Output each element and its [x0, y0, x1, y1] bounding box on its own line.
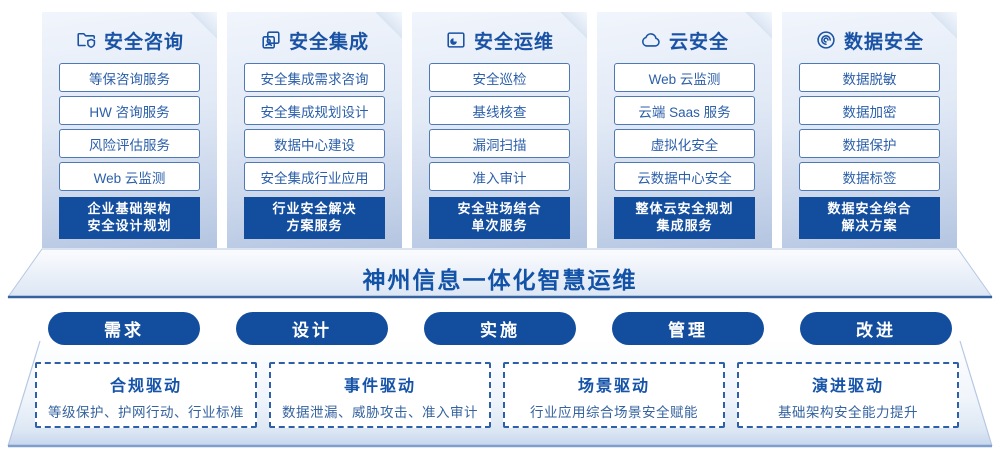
- card-body: 安全咨询 等保咨询服务 HW 咨询服务风险评估服务 Web 云监测 企业基础架构安全…: [42, 12, 217, 248]
- driver-box: 场景驱动 行业应用综合场景安全赋能: [503, 362, 725, 428]
- stacked-docs-icon: [260, 29, 282, 51]
- service-item: 安全集成规划设计: [244, 96, 385, 125]
- card-body: 安全运维 安全巡检基线核查漏洞扫描准入审计 安全驻场结合单次服务: [412, 12, 587, 248]
- banner-title: 神州信息一体化智慧运维: [362, 267, 638, 293]
- footer-line: 整体云安全规划: [635, 201, 734, 217]
- driver-title: 演进驱动: [811, 378, 884, 395]
- driver-box: 演进驱动 基础架构安全能力提升: [737, 362, 959, 428]
- phase-pill: 需求: [48, 312, 200, 345]
- card-header: 数据安全: [799, 25, 940, 55]
- service-item: 云端 Saas 服务: [614, 96, 755, 125]
- footer-line: 行业安全解决: [272, 201, 357, 217]
- card-body: 数据安全 数据脱敏数据加密数据保护数据标签 数据安全综合解决方案: [782, 12, 957, 248]
- service-card: 安全咨询 等保咨询服务 HW 咨询服务风险评估服务 Web 云监测 企业基础架构安全…: [42, 12, 217, 248]
- banner-platform-shape: [7, 248, 993, 299]
- service-card: 云安全 Web 云监测云端 Saas 服务虚拟化安全云数据中心安全 整体云安全规…: [597, 12, 772, 248]
- service-card: 安全运维 安全巡检基线核查漏洞扫描准入审计 安全驻场结合单次服务: [412, 12, 587, 248]
- service-item: 虚拟化安全: [614, 129, 755, 158]
- driver-box: 合规驱动 等级保护、护网行动、行业标准: [35, 362, 257, 428]
- driver-boxes-row: 合规驱动 等级保护、护网行动、行业标准 事件驱动 数据泄漏、威胁攻击、准入审计 …: [35, 362, 959, 428]
- phase-pill: 管理: [612, 312, 764, 345]
- service-item: 准入审计: [429, 162, 570, 191]
- driver-box: 事件驱动 数据泄漏、威胁攻击、准入审计: [269, 362, 491, 428]
- card-footer-highlight: 行业安全解决方案服务: [244, 197, 385, 239]
- card-footer-highlight: 企业基础架构安全设计规划: [59, 197, 200, 239]
- service-item: 基线核查: [429, 96, 570, 125]
- folder-shield-icon: [75, 29, 97, 51]
- service-item: Web 云监测: [59, 162, 200, 191]
- card-header: 安全运维: [429, 25, 570, 55]
- card-title: 数据安全: [843, 31, 924, 53]
- phase-pill: 设计: [236, 312, 388, 345]
- card-header: 安全集成: [244, 25, 385, 55]
- service-item: 数据标签: [799, 162, 940, 191]
- footer-line: 集成服务: [656, 218, 713, 233]
- service-item: Web 云监测: [614, 63, 755, 92]
- service-card: 安全集成 安全集成需求咨询安全集成规划设计数据中心建设安全集成行业应用 行业安全…: [227, 12, 402, 248]
- footer-line: 单次服务: [471, 218, 528, 233]
- card-title: 云安全: [668, 31, 729, 53]
- monitor-clock-icon: [445, 29, 467, 51]
- service-item: 安全集成需求咨询: [244, 63, 385, 92]
- card-footer-highlight: 安全驻场结合单次服务: [429, 197, 570, 239]
- service-item: 安全集成行业应用: [244, 162, 385, 191]
- footer-line: 解决方案: [841, 218, 898, 233]
- service-card: 数据安全 数据脱敏数据加密数据保护数据标签 数据安全综合解决方案: [782, 12, 957, 248]
- phase-pills-row: 需求 设计 实施 管理 改进: [48, 312, 952, 345]
- service-item: 数据脱敏: [799, 63, 940, 92]
- fingerprint-icon: [815, 29, 837, 51]
- footer-line: 方案服务: [286, 218, 343, 233]
- driver-title: 合规驱动: [109, 378, 182, 395]
- footer-line: 企业基础架构: [87, 201, 172, 217]
- driver-desc: 数据泄漏、威胁攻击、准入审计: [282, 405, 478, 420]
- footer-line: 安全设计规划: [87, 218, 172, 233]
- service-item: 数据加密: [799, 96, 940, 125]
- driver-desc: 行业应用综合场景安全赋能: [530, 405, 698, 420]
- service-item: 等保咨询服务: [59, 63, 200, 92]
- card-body: 安全集成 安全集成需求咨询安全集成规划设计数据中心建设安全集成行业应用 行业安全…: [227, 12, 402, 248]
- card-title: 安全运维: [473, 31, 554, 53]
- card-body: 云安全 Web 云监测云端 Saas 服务虚拟化安全云数据中心安全 整体云安全规…: [597, 12, 772, 248]
- footer-line: 数据安全综合: [827, 201, 912, 217]
- cloud-icon: [640, 29, 662, 51]
- service-item: 数据中心建设: [244, 129, 385, 158]
- phase-pill: 改进: [800, 312, 952, 345]
- driver-title: 场景驱动: [577, 378, 650, 395]
- service-item: HW 咨询服务: [59, 96, 200, 125]
- card-title: 安全集成: [288, 31, 369, 53]
- service-item: 风险评估服务: [59, 129, 200, 158]
- service-item: 云数据中心安全: [614, 162, 755, 191]
- card-header: 云安全: [614, 25, 755, 55]
- driver-desc: 等级保护、护网行动、行业标准: [48, 405, 244, 420]
- service-item: 安全巡检: [429, 63, 570, 92]
- footer-line: 安全驻场结合: [457, 201, 542, 217]
- card-footer-highlight: 整体云安全规划集成服务: [614, 197, 755, 239]
- phase-pill: 实施: [424, 312, 576, 345]
- service-item: 漏洞扫描: [429, 129, 570, 158]
- driver-desc: 基础架构安全能力提升: [778, 405, 918, 420]
- driver-title: 事件驱动: [343, 378, 416, 395]
- card-title: 安全咨询: [103, 31, 184, 53]
- card-header: 安全咨询: [59, 25, 200, 55]
- card-footer-highlight: 数据安全综合解决方案: [799, 197, 940, 239]
- service-item: 数据保护: [799, 129, 940, 158]
